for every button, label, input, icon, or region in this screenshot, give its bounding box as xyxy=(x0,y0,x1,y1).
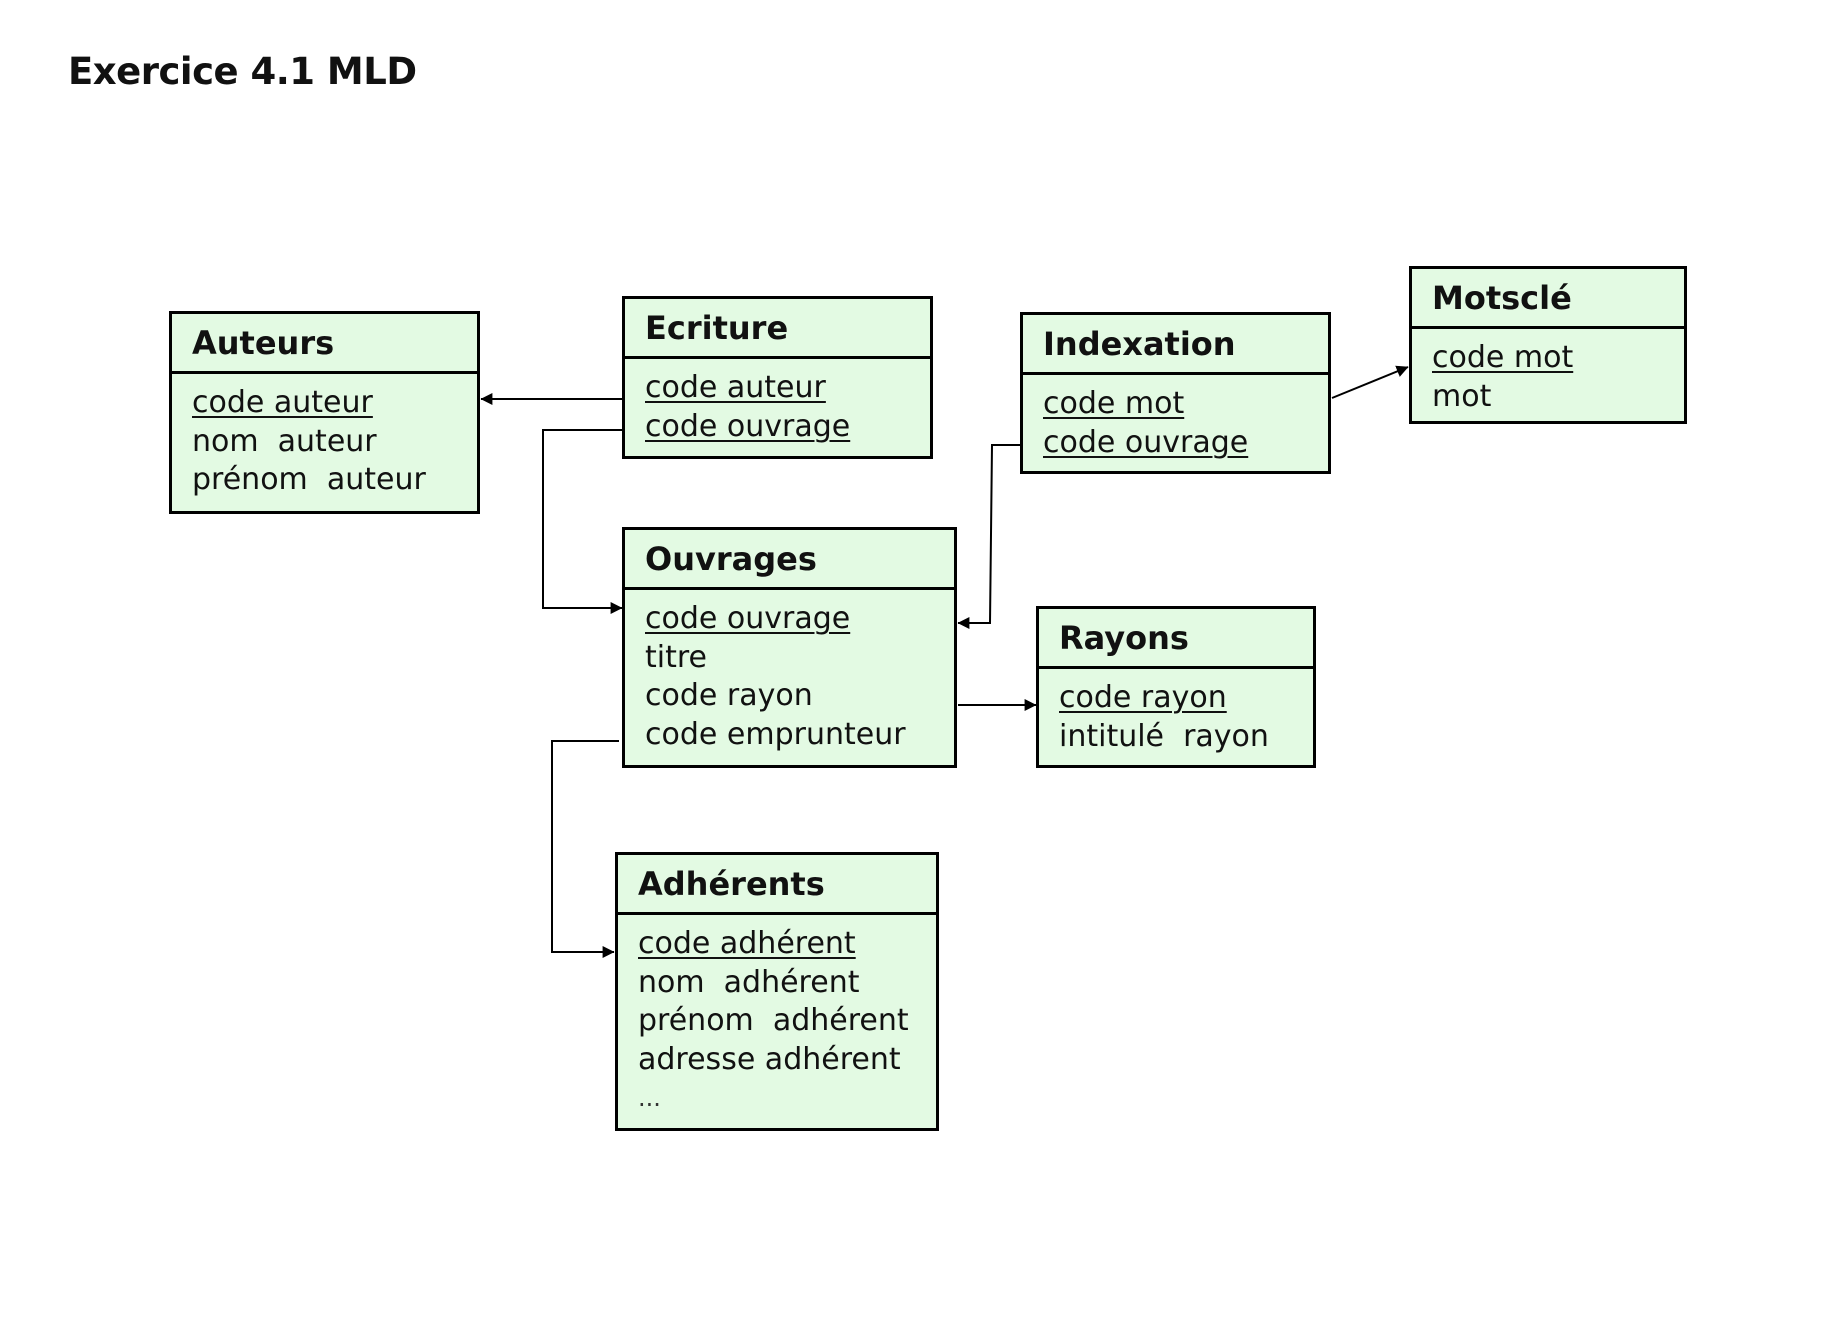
key-attribute: code mot xyxy=(1432,340,1574,375)
entity-title: Ecriture xyxy=(625,299,930,359)
attribute: prénom auteur xyxy=(192,462,426,497)
attribute: intitulé rayon xyxy=(1059,718,1269,754)
entity-title: Motsclé xyxy=(1412,269,1684,329)
entity-title: Rayons xyxy=(1039,609,1313,669)
page-title: Exercice 4.1 MLD xyxy=(68,50,417,93)
key-attribute: code auteur xyxy=(645,370,826,405)
key-attribute: code ouvrage xyxy=(1043,424,1249,460)
attribute: nom adhérent xyxy=(638,964,860,1000)
link-indexation-ouvrages xyxy=(957,444,1020,629)
entity-title: Auteurs xyxy=(172,314,477,374)
attribute: prénom adhérent xyxy=(638,1003,909,1038)
key-attribute: code ouvrage xyxy=(645,601,851,636)
key-attribute: code adhérent xyxy=(638,926,856,961)
entity-title: Ouvrages xyxy=(625,530,954,590)
attribute: code rayon xyxy=(645,678,813,713)
attribute: nom auteur xyxy=(192,423,377,459)
link-indexation-motscle xyxy=(1331,365,1409,399)
key-attribute: code auteur xyxy=(192,385,373,420)
attribute: adresse adhérent xyxy=(638,1041,901,1077)
link-ecriture-ouvrages xyxy=(542,429,623,614)
attribute: titre xyxy=(645,639,707,675)
attribute: mot xyxy=(1432,378,1492,414)
key-attribute: code mot xyxy=(1043,386,1185,421)
key-attribute: code rayon xyxy=(1059,680,1227,715)
key-attribute: code ouvrage xyxy=(645,408,851,444)
entity-title: Indexation xyxy=(1023,315,1328,375)
attribute: code emprunteur xyxy=(645,716,906,752)
entity-title: Adhérents xyxy=(618,855,936,915)
attribute: ... xyxy=(638,1084,661,1112)
link-ouvrages-adherents xyxy=(551,740,619,958)
